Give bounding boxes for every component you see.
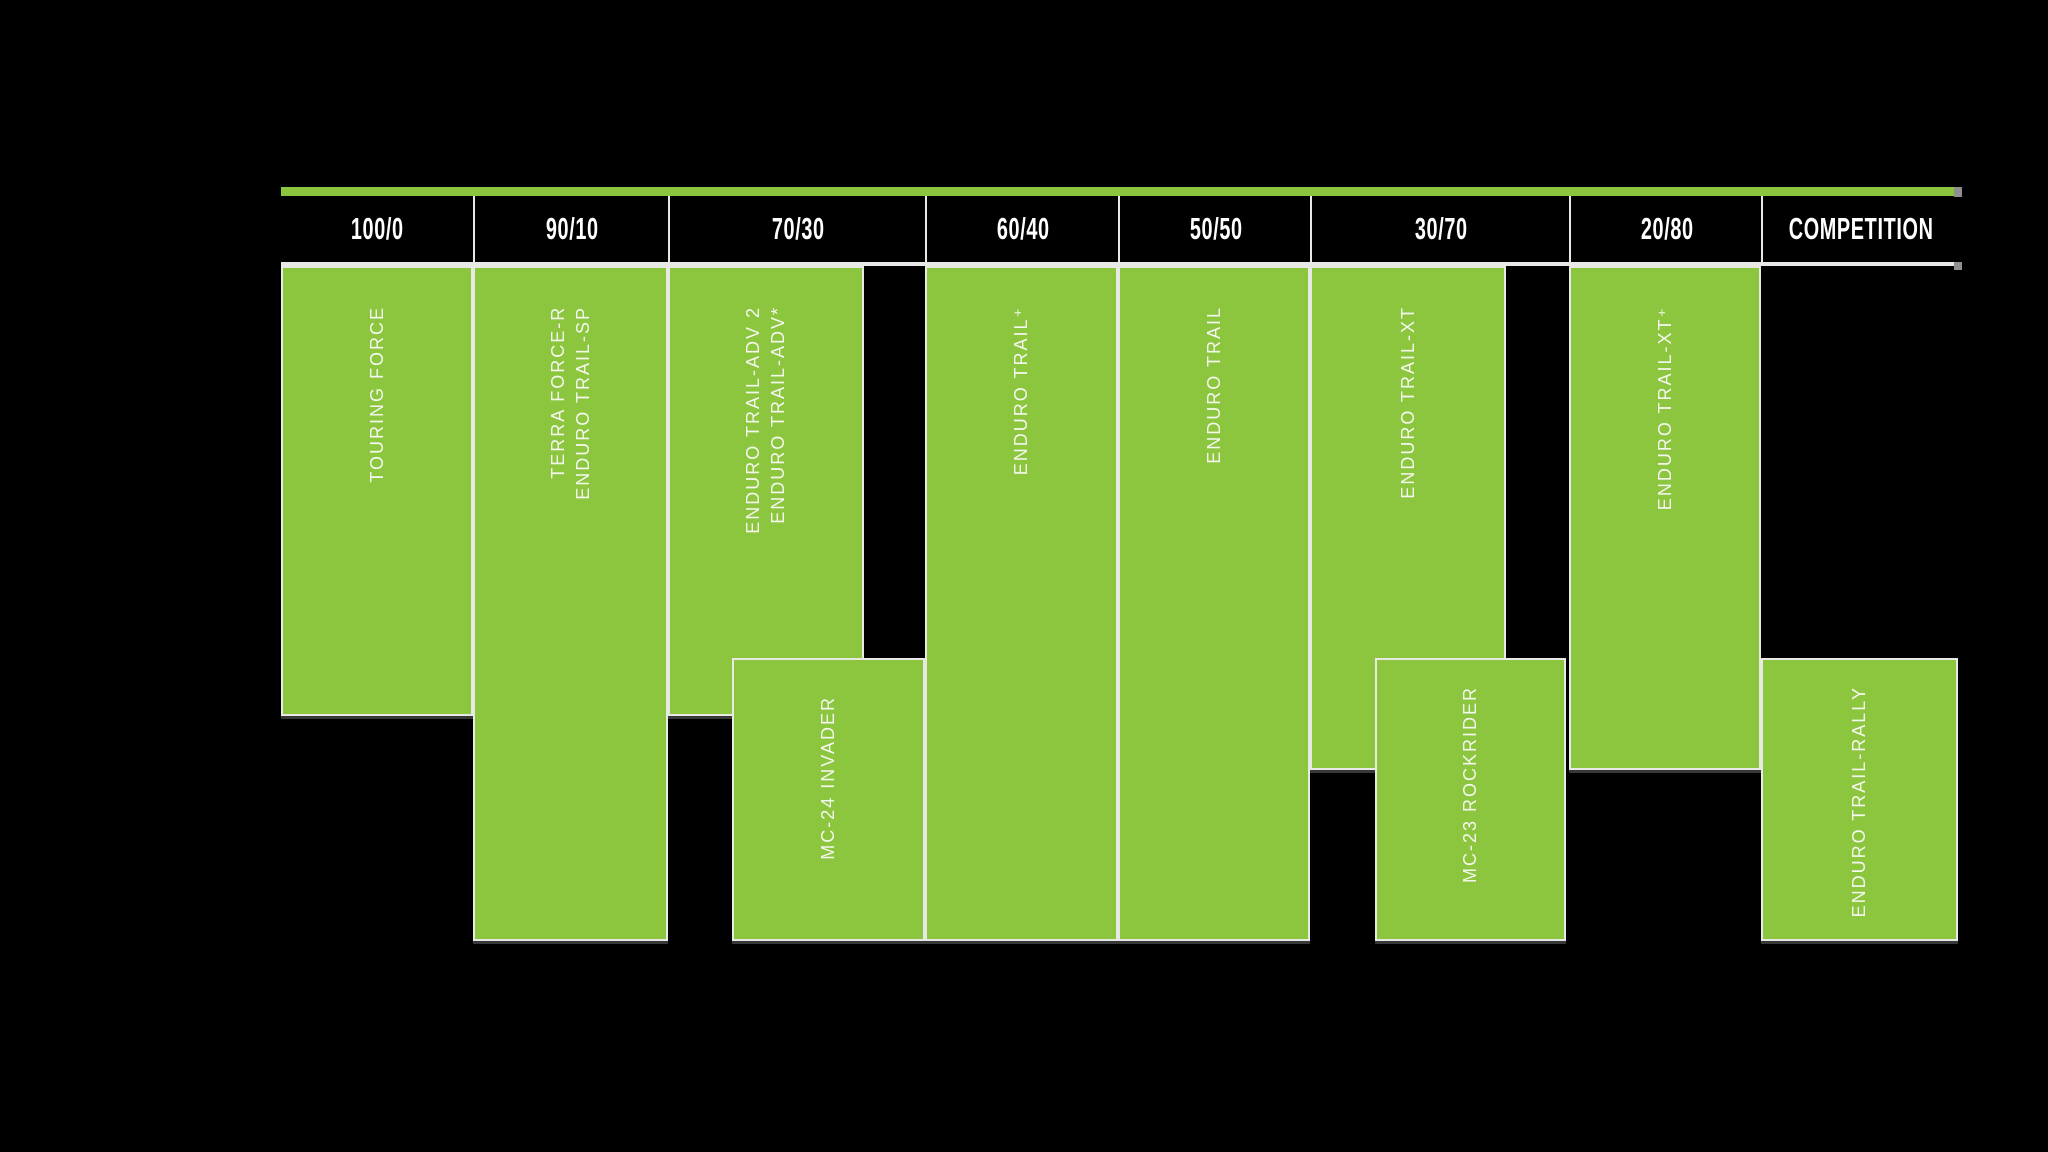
header-cell-50-50: 50/50 [1118,196,1312,262]
bar-label-line: TERRA FORCE-R [547,306,568,480]
bar-label-enduro-trail: ENDURO TRAIL [1202,306,1227,464]
bar-label-mc-24-invader: MC-24 INVADER [816,696,841,860]
bar-label-line: ENDURO TRAIL⁺ [1011,306,1031,476]
bar-label-enduro-trail-plus: ENDURO TRAIL⁺ [1009,306,1034,475]
header-underline [281,262,1954,266]
bar-enduro-trail-plus: ENDURO TRAIL⁺ [925,266,1118,941]
header-cell-competition: COMPETITION [1761,196,1960,262]
header-label: 30/70 [1415,211,1468,246]
bar-label-line: ENDURO TRAIL-XT [1397,306,1418,499]
header-cell-30-70: 30/70 [1310,196,1571,262]
bar-enduro-trail: ENDURO TRAIL [1118,266,1310,941]
bar-label-line: ENDURO TRAIL-ADV 2 [743,306,763,534]
bar-enduro-trail-rally: ENDURO TRAIL-RALLY [1761,658,1958,941]
top-accent-bar-shadow-cap [1954,187,1962,197]
bar-mc-23-rockrider: MC-23 ROCKRIDER [1375,658,1566,941]
header-cell-20-80: 20/80 [1569,196,1763,262]
bar-enduro-trail-xt-plus: ENDURO TRAIL-XT⁺ [1569,266,1761,770]
top-accent-bar [281,187,1954,196]
header-cell-70-30: 70/30 [668,196,927,262]
header-cell-60-40: 60/40 [925,196,1120,262]
bar-label-touring-force: TOURING FORCE [365,306,390,483]
header-underline-shadow-cap [1954,262,1962,270]
bar-label-enduro-trail-rally: ENDURO TRAIL-RALLY [1847,686,1872,917]
bar-label-line: ENDURO TRAIL [1203,306,1224,464]
bar-label-line: TOURING FORCE [366,306,387,483]
header-cell-100-0: 100/0 [281,196,473,262]
bar-label-enduro-trail-xt: ENDURO TRAIL-XT [1396,306,1421,499]
header-label: 100/0 [350,211,404,246]
bar-label-line: MC-24 INVADER [818,696,838,860]
bar-label-line: ENDURO TRAIL-XT⁺ [1654,306,1675,511]
bar-mc-24-invader: MC-24 INVADER [732,658,925,941]
bar-label-line: MC-23 ROCKRIDER [1460,686,1480,884]
header-cell-90-10: 90/10 [473,196,670,262]
header-label: 70/30 [772,211,825,246]
bar-label-line: ENDURO TRAIL-SP [572,306,593,500]
bar-label-mc-23-rockrider: MC-23 ROCKRIDER [1458,686,1483,883]
bar-label-enduro-trail-xt-plus: ENDURO TRAIL-XT⁺ [1653,306,1678,510]
bar-label-line: ENDURO TRAIL-ADV* [768,306,788,524]
header-label: 20/80 [1640,211,1694,246]
header-label: 90/10 [546,211,599,246]
bar-touring-force: TOURING FORCE [281,266,473,716]
header-label: COMPETITION [1789,211,1934,246]
header-label: 60/40 [997,211,1050,246]
bar-label-line: ENDURO TRAIL-RALLY [1849,686,1869,918]
header-label: 50/50 [1189,211,1243,246]
